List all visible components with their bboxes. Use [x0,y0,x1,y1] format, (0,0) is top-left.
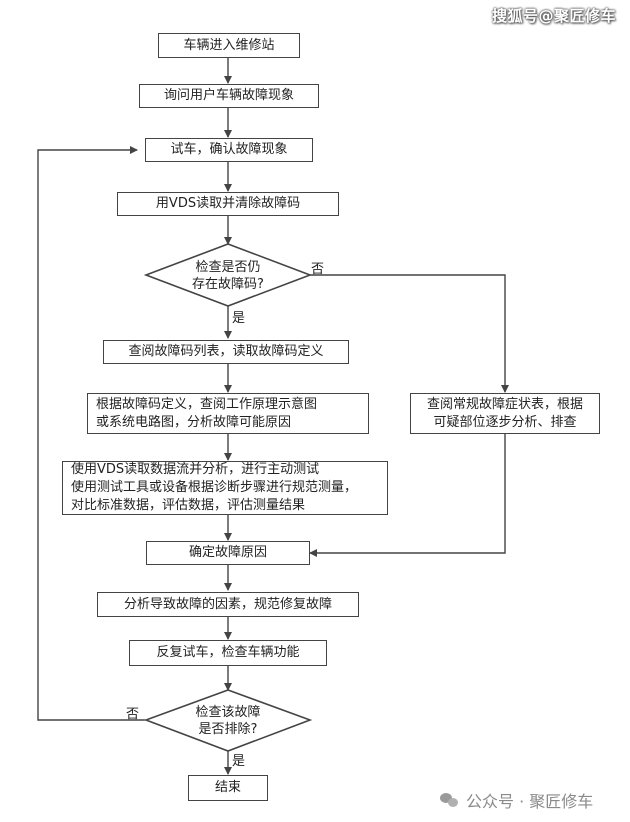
decision-resolved-shape [143,689,313,752]
label-yes-2: 是 [232,754,246,769]
step-end: 结束 [188,775,268,801]
watermark-top: 搜狐号@聚匠修车 [491,7,616,25]
step-lookup: 查阅故障码列表，读取故障码定义 [103,340,349,364]
step-analyze: 根据故障码定义，查阅工作原理示意图 或系统电路图，分析故障可能原因 [87,393,369,434]
step-measure: 使用VDS读取数据流并分析，进行主动测试 使用测试工具或设备根据诊断步骤进行规范… [62,461,388,515]
wechat-icon [440,792,460,808]
step-test-drive: 试车，确认故障现象 [145,138,313,162]
label-no-1: 否 [311,262,325,277]
watermark-bottom: 公众号 · 聚匠修车 [440,788,593,812]
step-determine: 确定故障原因 [146,541,310,565]
arrow-no-symptom [310,274,509,393]
step-symptom: 查阅常规故障症状表，根据 可疑部位逐步分析、排查 [410,393,600,434]
step-retest: 反复试车，检查车辆功能 [129,640,327,666]
arrow-symptom-determine [309,434,506,557]
decision-resolved: 检查该故障 是否排除? [195,705,261,737]
arrow-loop-back [37,146,145,721]
label-yes-1: 是 [232,311,246,326]
decision-code-exists: 检查是否仍 存在故障码? [192,260,264,292]
label-no-2: 否 [126,707,140,722]
step-ask: 询问用户车辆故障现象 [139,84,319,108]
step-read-clear: 用VDS读取并清除故障码 [117,192,339,216]
step-repair: 分析导致故障的因素，规范修复故障 [97,592,359,617]
step-enter: 车辆进入维修站 [158,33,300,58]
decision-code-exists-shape [143,243,313,307]
